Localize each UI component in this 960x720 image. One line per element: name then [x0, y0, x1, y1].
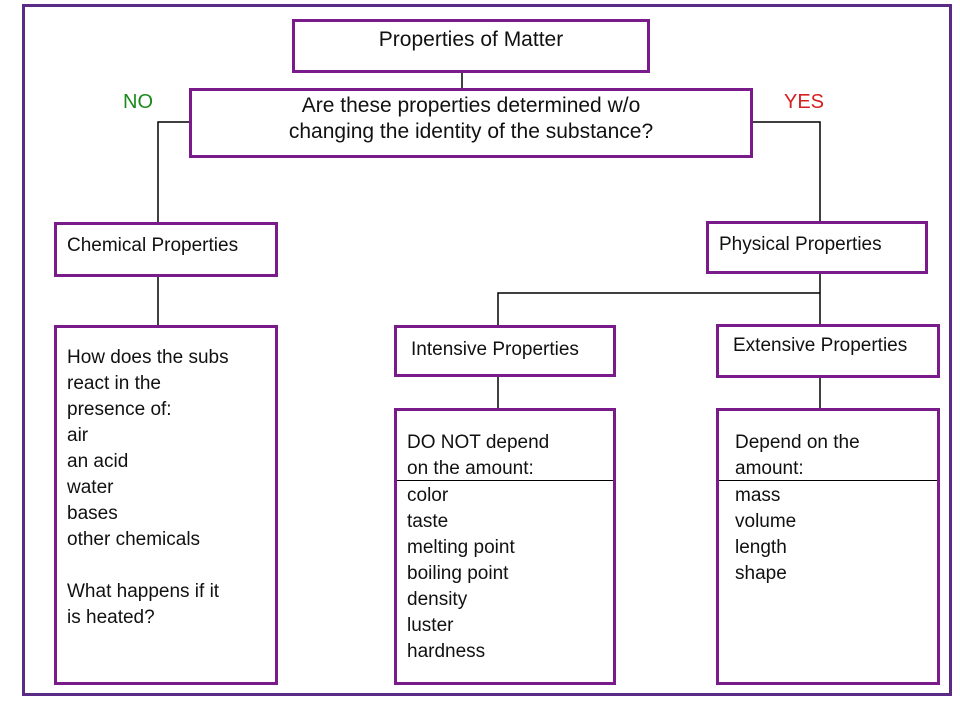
- yes-branch-line: [752, 121, 821, 222]
- chemical-line: [67, 553, 229, 579]
- question-line-1: Are these properties determined w/o: [301, 94, 641, 117]
- title-box: Properties of Matter: [292, 19, 650, 73]
- chemical-line: How does the subs: [67, 347, 229, 368]
- intensive-item: density: [407, 589, 468, 610]
- intensive-properties-heading: Intensive Properties: [411, 339, 579, 360]
- no-branch-line: [157, 121, 191, 223]
- intensive-item: hardness: [407, 641, 486, 662]
- extensive-header-line: amount:: [735, 458, 804, 479]
- extensive-item: mass: [735, 485, 781, 506]
- chemical-line: is heated?: [67, 607, 155, 628]
- chemical-line: react in the: [67, 373, 161, 394]
- chemical-line: water: [67, 477, 114, 498]
- chemical-line: other chemicals: [67, 529, 201, 550]
- intensive-details-box: DO NOT depend on the amount: color taste…: [394, 408, 616, 685]
- intensive-header: DO NOT depend on the amount:: [407, 430, 549, 482]
- chemical-properties-heading: Chemical Properties: [67, 235, 239, 256]
- extensive-properties-box: Extensive Properties: [716, 324, 940, 378]
- intensive-header-line: on the amount:: [407, 458, 534, 479]
- extensive-details-box: Depend on the amount: mass volume length…: [716, 408, 940, 685]
- extensive-header-line: Depend on the: [735, 432, 860, 453]
- chemical-line: air: [67, 425, 89, 446]
- intensive-item: boiling point: [407, 563, 509, 584]
- yes-label: YES: [784, 91, 825, 113]
- extensive-item: shape: [735, 563, 787, 584]
- question-box: Are these properties determined w/o chan…: [189, 88, 753, 158]
- intensive-item: melting point: [407, 537, 515, 558]
- no-label: NO: [123, 91, 153, 113]
- intensive-items-list: color taste melting point boiling point …: [407, 483, 515, 665]
- chemical-line: presence of:: [67, 399, 172, 420]
- question-text: Are these properties determined w/o chan…: [192, 93, 750, 145]
- chemical-properties-box: Chemical Properties: [54, 222, 278, 277]
- extensive-item: length: [735, 537, 787, 558]
- intensive-item: color: [407, 485, 449, 506]
- extensive-header: Depend on the amount:: [735, 430, 860, 482]
- diagram-frame: [22, 4, 952, 696]
- intensive-item: taste: [407, 511, 449, 532]
- question-line-2: changing the identity of the substance?: [288, 120, 654, 143]
- intensive-divider: [397, 480, 613, 481]
- chemical-line: an acid: [67, 451, 129, 472]
- physical-properties-box: Physical Properties: [706, 221, 928, 274]
- chemical-line: bases: [67, 503, 118, 524]
- chemical-line: What happens if it: [67, 581, 220, 602]
- intensive-properties-box: Intensive Properties: [394, 325, 616, 377]
- extensive-item: volume: [735, 511, 797, 532]
- physical-split-line: [497, 292, 820, 326]
- chemical-details-box: How does the subs react in the presence …: [54, 325, 278, 685]
- physical-properties-heading: Physical Properties: [719, 234, 882, 255]
- extensive-properties-heading: Extensive Properties: [733, 335, 908, 356]
- intensive-item: luster: [407, 615, 454, 636]
- chemical-details-list: How does the subs react in the presence …: [67, 345, 229, 631]
- intensive-header-line: DO NOT depend: [407, 432, 550, 453]
- page-title: Properties of Matter: [378, 28, 564, 51]
- extensive-divider: [719, 480, 937, 481]
- extensive-items-list: mass volume length shape: [735, 483, 796, 587]
